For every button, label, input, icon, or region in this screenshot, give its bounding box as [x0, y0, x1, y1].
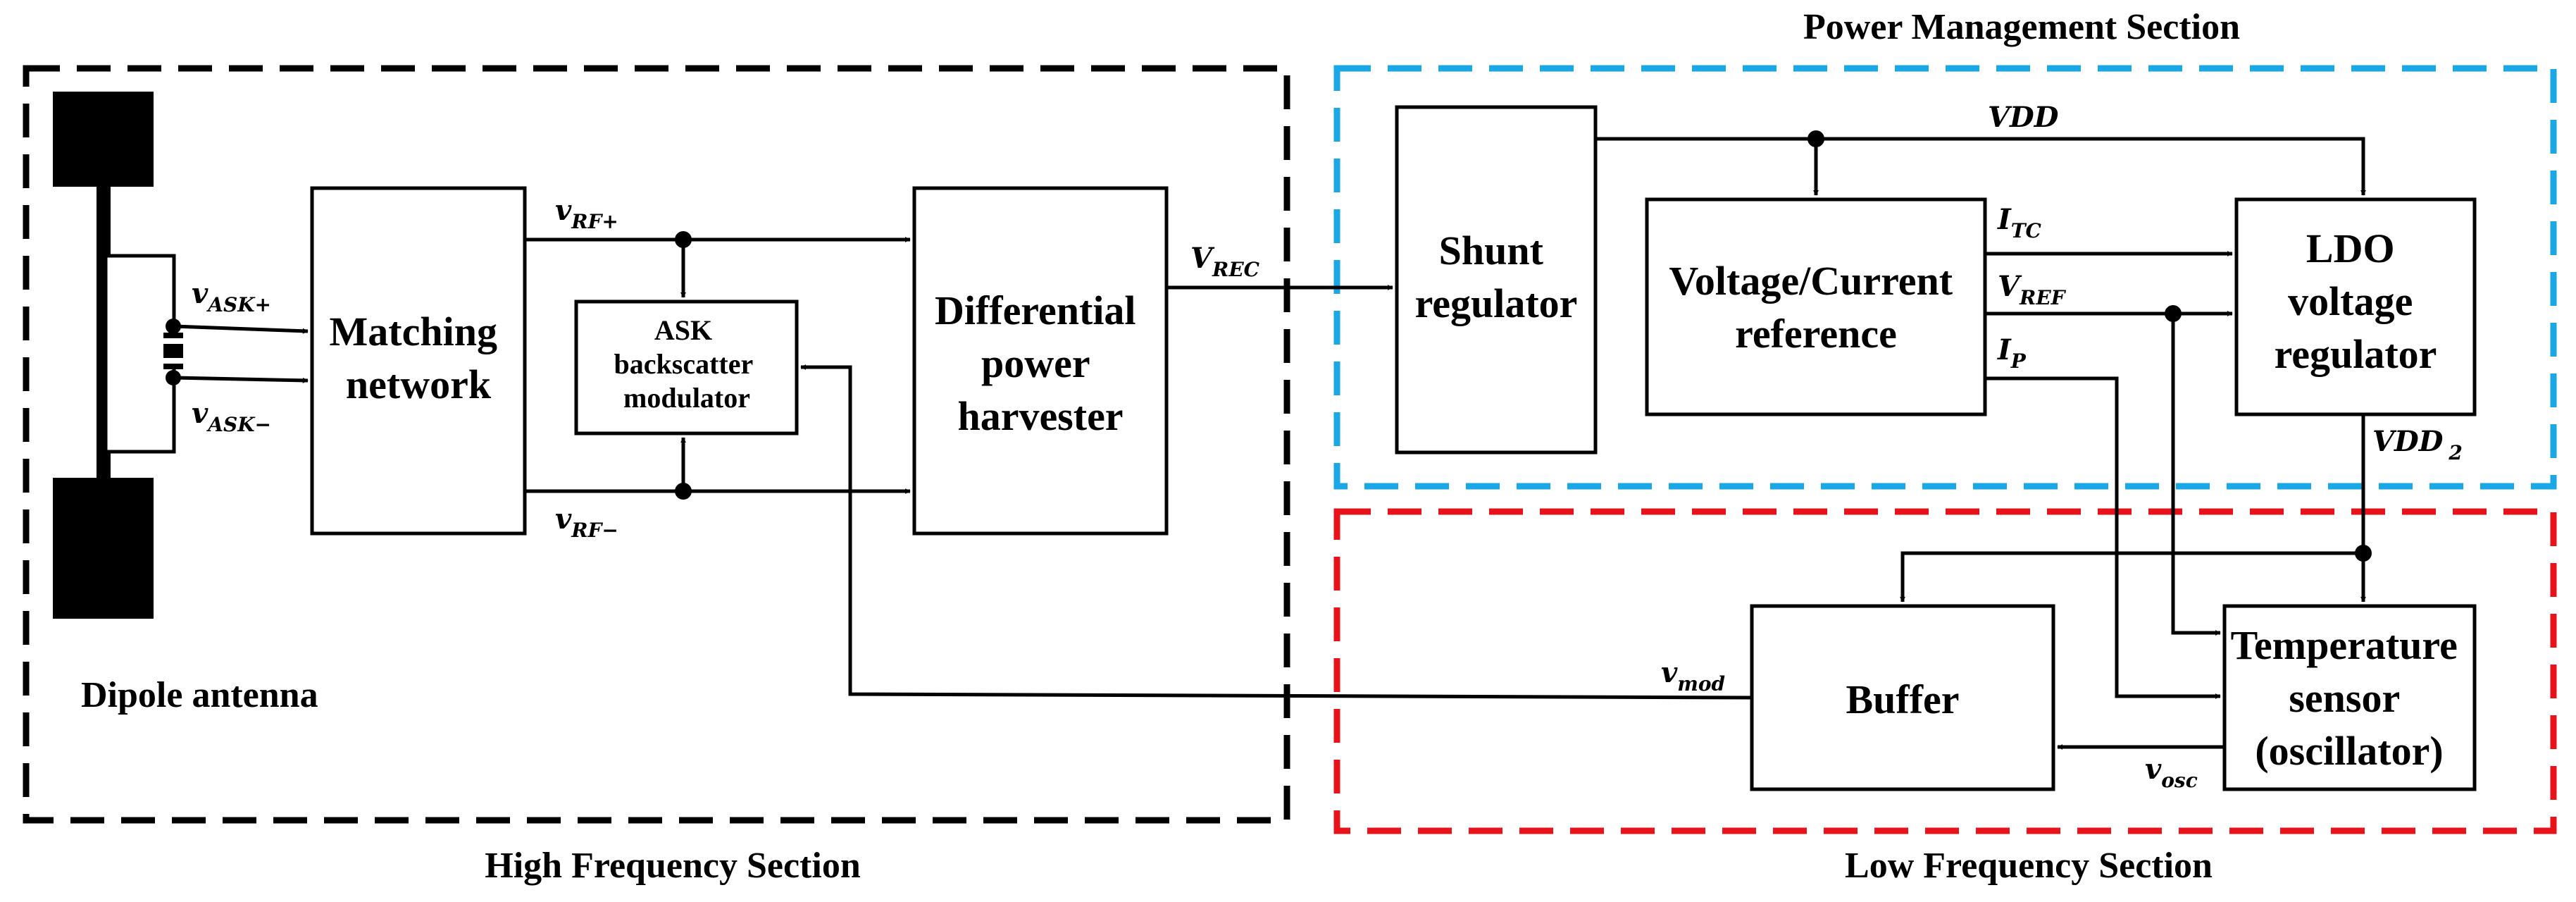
i-tc-label: ITC	[1997, 203, 2042, 242]
v-ask-minus-wire	[173, 376, 309, 383]
v-osc-label: vosc	[2145, 753, 2198, 792]
vdd-label: VDD	[1988, 101, 2059, 134]
matching-network-block	[310, 186, 527, 536]
high-frequency-section-title: High Frequency Section	[485, 846, 861, 886]
v-mod-wire	[800, 364, 1753, 700]
matching-network-label: Matching network	[330, 309, 508, 407]
shunt-regulator-label: Shunt regulator	[1415, 228, 1578, 326]
temperature-sensor-block	[2222, 604, 2477, 791]
temperature-sensor-label: Temperature sensor (oscillator)	[2231, 622, 2468, 774]
voltage-current-reference-block	[1645, 197, 1987, 416]
i-p-label: IP	[1997, 333, 2027, 373]
differential-power-harvester-label: Differential power harvester	[935, 288, 1146, 439]
buffer-label: Buffer	[1846, 676, 1959, 722]
v-ask-plus-label: vASK+	[192, 277, 271, 316]
v-ref-to-sensor-wire	[2171, 314, 2221, 636]
v-rec-label: VREC	[1190, 242, 1260, 281]
power-management-section-border	[1333, 65, 2557, 490]
differential-power-harvester-block	[912, 186, 1169, 536]
voltage-current-reference-label: Voltage/Current reference	[1669, 258, 1962, 357]
low-frequency-section-title: Low Frequency Section	[1845, 846, 2213, 886]
v-rf-minus-label: vRF−	[555, 502, 618, 542]
ldo-voltage-regulator-label: LDO voltage regulator	[2275, 226, 2437, 377]
ldo-voltage-regulator-block	[2234, 197, 2477, 416]
v-ask-plus-wire	[173, 324, 309, 334]
ask-backscatter-modulator-label: ASK backscatter modulator	[614, 314, 760, 414]
ask-backscatter-modulator-block	[574, 299, 799, 435]
shunt-regulator-block	[1395, 105, 1598, 455]
low-frequency-section-border	[1333, 508, 2557, 834]
dipole-antenna-label: Dipole antenna	[81, 675, 318, 715]
vdd-wire	[1595, 137, 2366, 196]
v-ref-label: VREF	[1998, 270, 2067, 309]
i-p-wire	[1985, 376, 2221, 699]
v-mod-label: vmod	[1661, 656, 1725, 696]
buffer-block	[1750, 604, 2055, 791]
dipole-antenna-icon	[53, 92, 187, 619]
v-ask-minus-label: vASK−	[192, 397, 271, 436]
high-frequency-section-border	[23, 65, 1290, 824]
vdd2-to-buffer-wire	[1900, 551, 2363, 603]
v-rf-plus-label: vRF+	[555, 194, 618, 233]
power-management-section-title: Power Management Section	[1803, 7, 2240, 47]
